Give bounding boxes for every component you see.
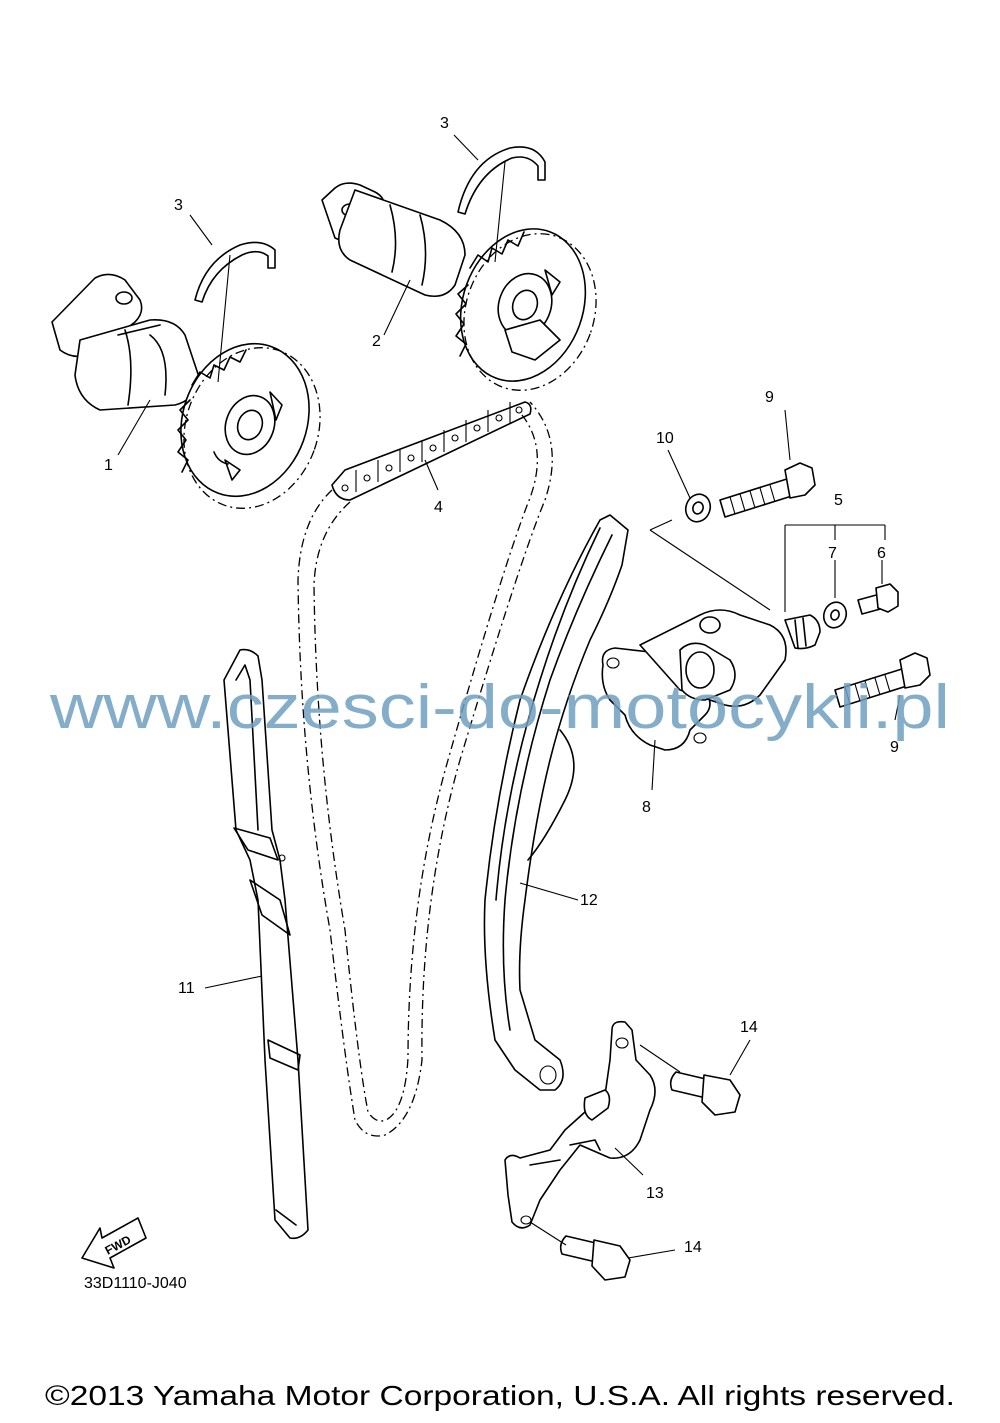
- timing-chain: [297, 401, 553, 1137]
- callout-12: 12: [580, 892, 598, 909]
- camshaft-exhaust: [51, 273, 321, 509]
- callout-9-lower: 9: [890, 739, 899, 756]
- callout-9-upper: 9: [765, 389, 774, 406]
- clip-right: [457, 146, 546, 215]
- bolt-9-upper: [719, 462, 816, 518]
- copyright-notice: ©2013 Yamaha Motor Corporation, U.S.A. A…: [45, 1380, 955, 1411]
- bolt-14-upper: [669, 1071, 741, 1116]
- callout-1: 1: [104, 457, 113, 474]
- bolt-14-lower: [559, 1235, 631, 1281]
- fwd-arrow-icon: FWD: [81, 1217, 147, 1269]
- callout-2: 2: [372, 333, 381, 350]
- washer-7: [822, 601, 848, 629]
- callout-3-right: 3: [440, 115, 449, 132]
- callout-5: 5: [834, 492, 843, 509]
- callout-8: 8: [642, 799, 651, 816]
- callout-10: 10: [656, 430, 674, 447]
- callout-7: 7: [828, 545, 837, 562]
- callout-3-left: 3: [174, 197, 183, 214]
- leader-lines: [117, 134, 901, 1259]
- chain-tensioner: [601, 609, 821, 751]
- chain-tensioner-arm: [483, 514, 629, 1091]
- callout-14-lower: 14: [684, 1239, 702, 1256]
- washer-10: [684, 493, 712, 523]
- camshaft-intake: [321, 182, 597, 391]
- diagram-code: 33D1110-J040: [84, 1275, 187, 1292]
- watermark-text: www.czesci-do-motocykli.pl: [49, 673, 950, 742]
- callout-11: 11: [178, 980, 195, 997]
- bracket: [504, 1020, 656, 1229]
- clip-left: [194, 241, 276, 303]
- chain-guide: [223, 648, 309, 1240]
- callout-6: 6: [877, 545, 886, 562]
- callout-4: 4: [434, 499, 443, 516]
- bolt-9-lower: [834, 652, 931, 708]
- callout-14-upper: 14: [740, 1019, 758, 1036]
- callout-13: 13: [646, 1185, 664, 1202]
- cap-bolt-6: [857, 583, 899, 615]
